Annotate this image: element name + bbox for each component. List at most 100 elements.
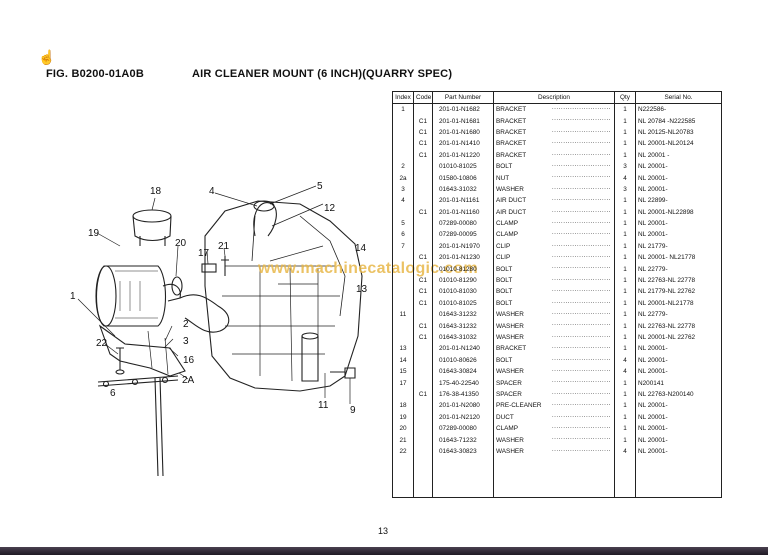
leader-dots: .......................... [551,445,611,453]
row-serial-no: NL 21779-NL 22762 [635,286,722,298]
leader-dots: .......................... [551,229,611,237]
row-qty: 1 [614,434,636,446]
row-serial-no: NL 20001-NL21778 [635,297,722,310]
row-description: BOLT.......................... [493,354,615,366]
row-serial-no: NL 20001- [635,217,722,230]
row-index [392,252,414,264]
leader-dots: .......................... [551,115,611,123]
row-qty: 1 [614,343,636,355]
header-qty: Qty [614,91,636,104]
row-index: 5 [392,217,414,230]
row-description: SPACER.......................... [493,377,615,389]
row-index [392,286,414,298]
row-part-number: 01643-31032 [432,331,494,344]
callout-5: 5 [317,181,323,192]
row-serial-no: NL 22763-NL 22778 [635,320,722,332]
row-part-number: 201-01-N1680 [432,126,494,139]
row-qty: 1 [614,206,636,218]
leader-dots: .......................... [551,365,611,373]
row-index: 14 [392,354,414,366]
row-code [413,422,433,435]
row-code: C1 [413,206,433,218]
empty-cell [432,457,494,499]
callout-13: 13 [356,284,368,295]
row-description: WASHER.......................... [493,183,615,196]
leader-dots: .......................... [551,434,611,442]
row-qty: 1 [614,252,636,264]
row-part-number: 01643-30824 [432,365,494,378]
callout-19: 19 [88,228,100,239]
callout-2a: 2A [182,375,195,386]
row-qty: 1 [614,149,636,161]
callout-4: 4 [209,186,215,197]
row-description: BOLT.......................... [493,263,615,275]
row-index: 18 [392,400,414,412]
row-description: BRACKET.......................... [493,138,615,150]
row-description: CLIP.......................... [493,240,615,253]
row-qty: 1 [614,411,636,423]
callout-9: 9 [350,405,356,416]
row-code [413,445,433,458]
row-description: BOLT.......................... [493,274,615,287]
row-qty: 1 [614,309,636,321]
air-duct-part [253,202,277,237]
row-index: 2 [392,160,414,173]
callout-14: 14 [355,243,367,254]
row-qty: 1 [614,388,636,401]
row-description: BRACKET.......................... [493,103,615,116]
bracket-part [98,324,186,377]
leader-dots: .......................... [551,149,611,157]
row-serial-no: NL 20001- [635,229,722,241]
row-description: WASHER.......................... [493,309,615,321]
row-part-number: 201-01-N2080 [432,400,494,412]
row-part-number: 201-01-N2120 [432,411,494,423]
row-serial-no: NL 20001- NL21778 [635,252,722,264]
row-description: AIR DUCT.......................... [493,195,615,207]
row-part-number: 201-01-N1230 [432,252,494,264]
row-part-number: 01643-71232 [432,434,494,446]
leader-dots: .......................... [551,217,611,225]
row-index: 4 [392,195,414,207]
figure-number: FIG. B0200-01A0B [46,68,144,80]
row-index: 15 [392,365,414,378]
row-qty: 1 [614,126,636,139]
row-description: NUT.......................... [493,172,615,184]
row-qty: 1 [614,274,636,287]
callout-16: 16 [183,355,195,366]
row-index [392,320,414,332]
row-part-number: 201-01-N1160 [432,206,494,218]
row-serial-no: NL 20001- [635,434,722,446]
row-serial-no: NL 22779- [635,263,722,275]
row-serial-no: NL 20001- [635,354,722,366]
header-part-number: Part Number [432,91,494,104]
row-qty: 1 [614,422,636,435]
callout-12: 12 [324,203,336,214]
callout-18: 18 [150,186,162,197]
row-description: BRACKET.......................... [493,115,615,127]
leader-dots: .......................... [551,377,611,385]
row-index [392,149,414,161]
leader-dots: .......................... [551,388,611,396]
row-index [392,274,414,287]
row-code [413,240,433,253]
row-code: C1 [413,286,433,298]
row-code [413,411,433,423]
row-part-number: 201-01-N1161 [432,195,494,207]
row-index: 21 [392,434,414,446]
row-serial-no: NL 21779- [635,240,722,253]
leader-dots: .......................... [551,183,611,191]
row-code [413,434,433,446]
leader-dots: .......................... [551,206,611,214]
row-serial-no: NL 22899- [635,195,722,207]
row-part-number: 01010-81030 [432,286,494,298]
